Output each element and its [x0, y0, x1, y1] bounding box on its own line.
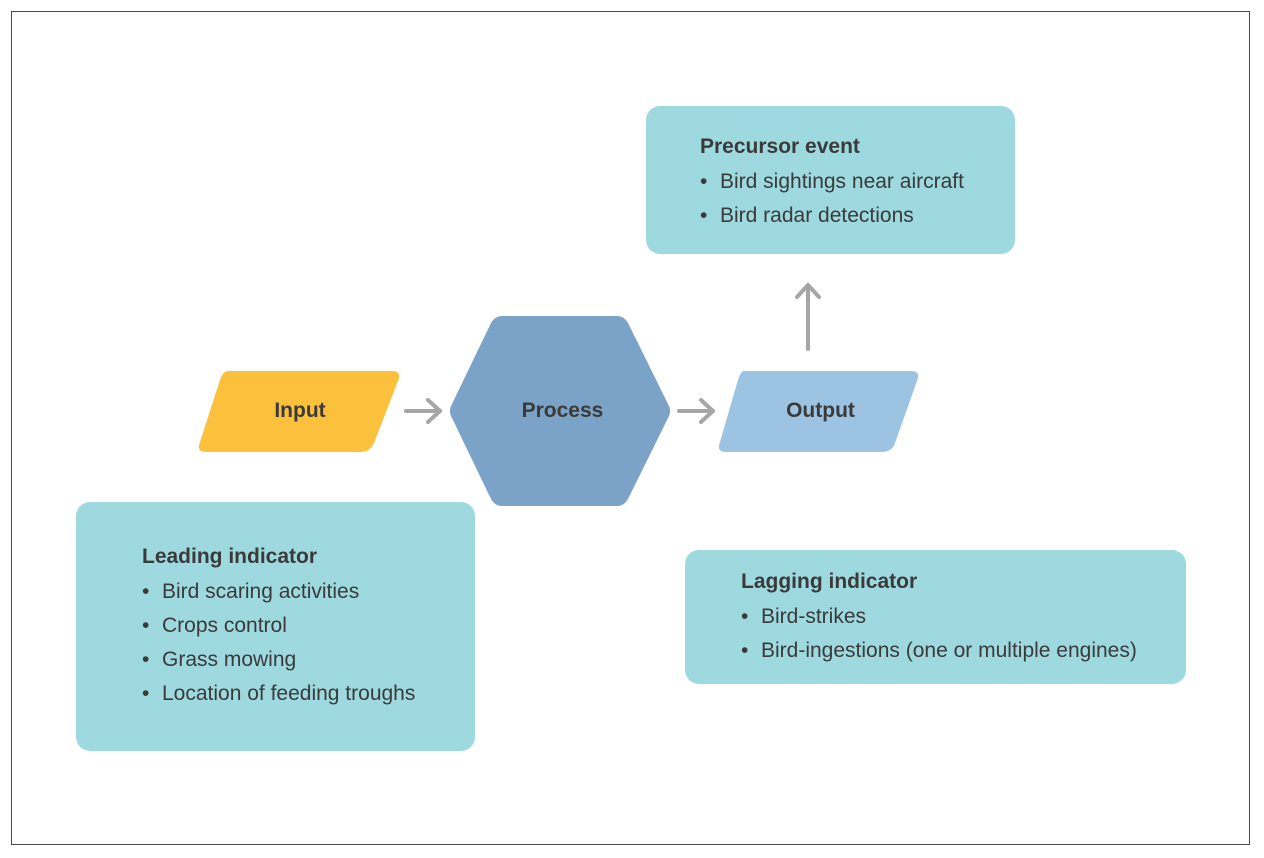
- output-label: Output: [786, 399, 855, 422]
- lagging-indicator-list: •Bird-strikes •Bird-ingestions (one or m…: [741, 600, 1186, 668]
- input-shape: [198, 371, 400, 452]
- precursor-event-card: Precursor event •Bird sightings near air…: [646, 106, 1015, 254]
- figure-frame: [11, 11, 1250, 845]
- arrow-output-to-precursor: [795, 283, 821, 351]
- list-item: •Bird scaring activities: [142, 580, 360, 604]
- precursor-event-list: •Bird sightings near aircraft •Bird rada…: [700, 165, 1015, 233]
- precursor-event-title: Precursor event: [700, 135, 860, 158]
- leading-indicator-card: Leading indicator •Bird scaring activiti…: [76, 502, 475, 751]
- list-item: •Bird-strikes: [741, 605, 867, 629]
- input-label: Input: [274, 399, 326, 422]
- process-shape: [450, 316, 670, 506]
- list-item: •Bird sightings near aircraft: [700, 170, 964, 194]
- leading-indicator-list: •Bird scaring activities •Crops control …: [142, 575, 475, 711]
- list-item: •Grass mowing: [142, 648, 297, 672]
- list-item: •Bird-ingestions (one or multiple engine…: [741, 639, 1137, 663]
- process-label: Process: [521, 399, 604, 422]
- list-item: •Location of feeding troughs: [142, 682, 416, 706]
- arrow-input-to-process: [404, 398, 442, 424]
- list-item: •Bird radar detections: [700, 204, 914, 228]
- leading-indicator-title: Leading indicator: [142, 545, 318, 568]
- list-item: •Crops control: [142, 614, 287, 638]
- lagging-indicator-card: Lagging indicator •Bird-strikes •Bird-in…: [685, 550, 1186, 684]
- output-shape: [718, 371, 919, 452]
- lagging-indicator-title: Lagging indicator: [741, 570, 918, 593]
- arrow-process-to-output: [677, 398, 715, 424]
